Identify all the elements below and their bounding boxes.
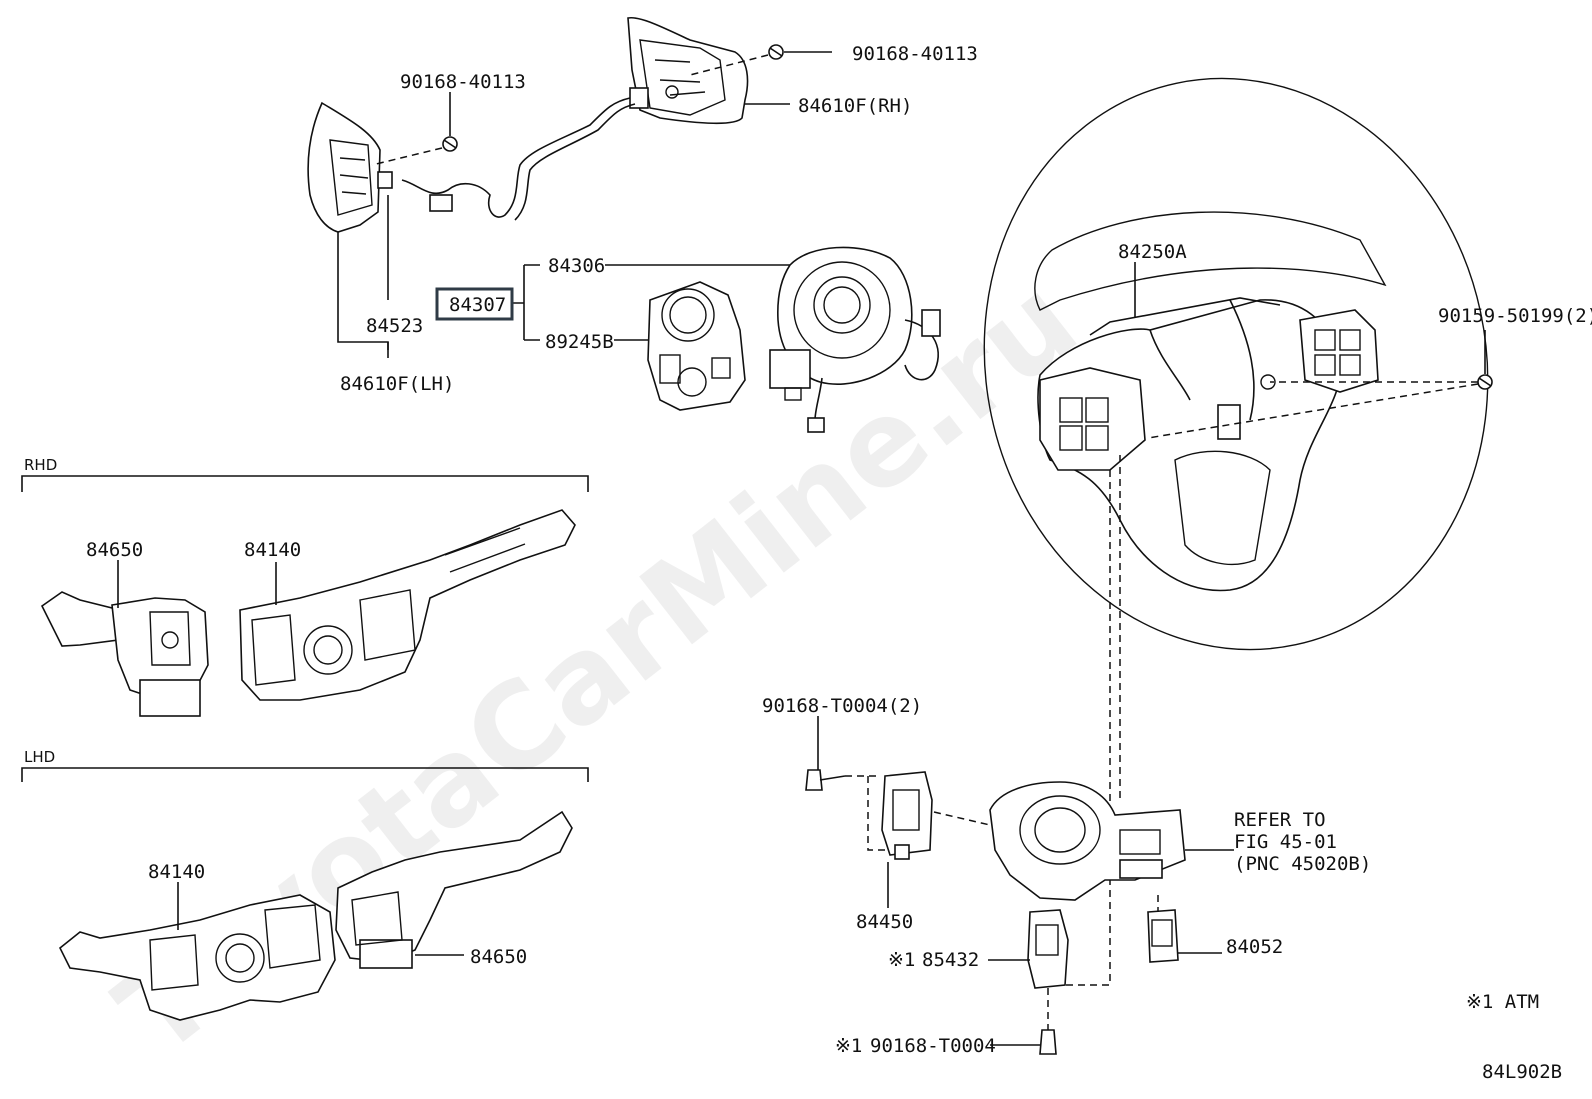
label-84052: 84052	[1226, 936, 1283, 958]
spiral-cable[interactable]	[769, 246, 941, 433]
wiper-switch-lhd[interactable]	[335, 810, 573, 969]
switch-84450[interactable]	[881, 771, 933, 860]
screw-icon	[768, 44, 784, 60]
label-90168-40113-left: 90168-40113	[400, 71, 526, 93]
paddle-cable-outer	[514, 103, 636, 221]
label-90168-40113-top: 90168-40113	[852, 43, 978, 65]
label-84450: 84450	[856, 911, 913, 933]
leader-dashed	[689, 54, 769, 76]
paddle-shifter-lh[interactable]	[307, 101, 393, 233]
label-84650-lhd: 84650	[470, 946, 527, 968]
leader-dashed	[933, 811, 991, 826]
label-84610F-lh: 84610F(LH)	[340, 373, 454, 395]
label-84307: 84307	[449, 294, 506, 316]
section-bracket-rhd	[21, 475, 589, 492]
label-84650-rhd: 84650	[86, 539, 143, 561]
combination-switch-body[interactable]	[989, 781, 1186, 901]
label-84610F-rh: 84610F(RH)	[798, 95, 912, 117]
label-85432: 85432	[922, 949, 979, 971]
paddle-shifter-rh[interactable]	[627, 16, 749, 125]
label-84250A: 84250A	[1118, 241, 1187, 263]
steering-wheel[interactable]	[932, 31, 1540, 696]
screw-icon	[1039, 1029, 1057, 1055]
turn-signal-switch-lhd[interactable]	[58, 894, 336, 1021]
label-90159-50199: 90159-50199(2)	[1438, 305, 1592, 327]
leader-dashed	[371, 147, 443, 166]
label-84140-lhd: 84140	[148, 861, 205, 883]
steering-angle-sensor[interactable]	[647, 281, 746, 411]
screw-icon	[1477, 374, 1493, 390]
switch-84052[interactable]	[1147, 909, 1179, 963]
section-bracket-lhd	[21, 767, 589, 782]
screw-icon	[442, 136, 458, 152]
screw-icon	[805, 769, 846, 791]
label-85432-mark: ※1	[888, 949, 915, 971]
refer-line-2: FIG 45-01	[1234, 831, 1337, 853]
label-90168-T0004-2: 90168-T0004(2)	[762, 695, 922, 717]
label-84140-rhd: 84140	[244, 539, 301, 561]
refer-line-3: (PNC 45020B)	[1234, 853, 1371, 875]
label-90168-T0004-mark: ※1	[835, 1035, 862, 1057]
paddle-cable	[401, 97, 631, 218]
label-90168-T0004: 90168-T0004	[870, 1035, 996, 1057]
switch-85432[interactable]	[1027, 909, 1069, 989]
label-84306: 84306	[548, 255, 605, 277]
section-label-rhd: RHD	[24, 456, 57, 474]
label-89245B: 89245B	[545, 331, 614, 353]
section-label-lhd: LHD	[24, 748, 55, 766]
bracket-84307	[510, 264, 540, 341]
wiper-switch-rhd[interactable]	[40, 591, 209, 717]
leader-dashed	[1147, 383, 1479, 439]
note-atm: ※1 ATM	[1466, 991, 1539, 1013]
callout-84307-box[interactable]	[435, 287, 514, 321]
turn-signal-switch-rhd[interactable]	[239, 509, 576, 701]
leader-dashed	[1060, 470, 1111, 986]
refer-line-1: REFER TO	[1234, 809, 1326, 831]
cable-connector	[429, 194, 453, 212]
label-84523: 84523	[366, 315, 423, 337]
figure-code: 84L902B	[1482, 1061, 1562, 1083]
